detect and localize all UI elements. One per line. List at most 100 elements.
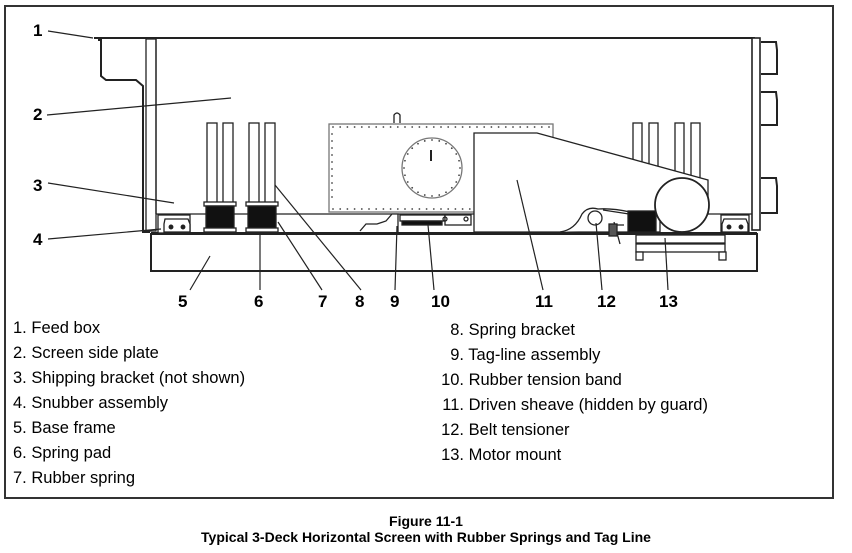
- rivet: [353, 208, 356, 210]
- legend-item: 9. Tag-line assembly: [450, 346, 601, 364]
- rivet: [540, 126, 543, 128]
- rivet: [332, 126, 334, 128]
- rivet: [423, 140, 426, 142]
- rivet: [346, 126, 349, 128]
- callout-11: 11: [535, 292, 553, 311]
- rivet: [403, 167, 405, 169]
- callout-2: 2: [33, 105, 42, 124]
- rivet: [526, 126, 529, 128]
- figure-number: Figure 11-1: [389, 513, 463, 529]
- screen-side-plate: [145, 38, 157, 232]
- rivet: [548, 126, 550, 128]
- callout-13: 13: [659, 292, 678, 311]
- tag-line-assembly: [359, 213, 472, 232]
- rivet: [512, 126, 514, 128]
- rivet: [423, 194, 426, 196]
- rivet: [375, 126, 378, 128]
- legend-item: 6. Spring pad: [13, 444, 112, 462]
- legend-item: 12. Belt tensioner: [441, 421, 570, 439]
- right-brackets: [761, 41, 778, 214]
- rivet: [455, 181, 458, 183]
- rivet: [411, 126, 414, 128]
- rivet: [497, 126, 500, 128]
- motor: [654, 177, 710, 233]
- lifting-lug: [393, 112, 401, 123]
- rivet: [431, 195, 433, 197]
- rivet: [461, 126, 464, 128]
- rivet: [406, 153, 409, 155]
- rivet: [459, 167, 461, 169]
- figure-frame: [4, 5, 834, 499]
- rivet: [519, 126, 522, 128]
- rivet: [331, 161, 333, 163]
- rivet: [411, 147, 414, 150]
- rivet: [331, 182, 333, 184]
- rivet: [353, 126, 356, 128]
- rivet: [454, 208, 457, 210]
- rubber-springs-left: [203, 201, 279, 233]
- legend-item: 5. Base frame: [13, 419, 116, 437]
- rivet: [404, 159, 406, 162]
- callout-numbers: 1 2 3 4 5 6 7 8 9 10 11 12 13: [33, 21, 678, 311]
- legend-item: 13. Motor mount: [441, 446, 562, 464]
- rivet: [411, 186, 414, 189]
- rivet: [331, 133, 333, 135]
- rivet: [382, 208, 385, 210]
- rivet: [411, 208, 414, 210]
- rivet: [468, 126, 471, 128]
- rivet: [417, 191, 419, 194]
- legend-right: 8. Spring bracket 9. Tag-line assembly 1…: [436, 318, 708, 468]
- snubber-left: [157, 214, 191, 234]
- rivet: [447, 126, 450, 128]
- rivet: [389, 126, 392, 128]
- legend-item: 2. Screen side plate: [13, 344, 159, 362]
- rivet: [533, 126, 536, 128]
- rivet: [431, 139, 433, 141]
- callout-3: 3: [33, 176, 42, 195]
- rivet: [396, 208, 399, 210]
- motor-mount-base: [635, 234, 726, 244]
- rivet: [461, 208, 464, 210]
- rivet: [476, 126, 478, 128]
- rivet: [418, 126, 421, 128]
- rivet: [331, 196, 333, 198]
- callout-9: 9: [390, 292, 399, 311]
- rivet: [432, 126, 435, 128]
- callout-6: 6: [254, 292, 263, 311]
- legend-item: 10. Rubber tension band: [441, 371, 622, 389]
- rivet: [445, 191, 447, 194]
- rivet: [331, 154, 333, 156]
- rivet: [339, 126, 342, 128]
- rivet: [425, 126, 428, 128]
- rivet: [331, 140, 333, 142]
- rivet: [360, 126, 363, 128]
- callout-1: 1: [33, 21, 42, 40]
- callout-10: 10: [431, 292, 450, 311]
- rivet: [468, 208, 471, 210]
- callout-4: 4: [33, 230, 43, 249]
- rivet: [331, 189, 333, 191]
- rivet: [458, 159, 460, 162]
- callout-5: 5: [178, 292, 187, 311]
- rivet: [425, 208, 428, 210]
- legend-item: 1. Feed box: [13, 319, 101, 337]
- rivet: [331, 168, 333, 170]
- rivet: [504, 126, 507, 128]
- right-end-plate: [751, 37, 761, 231]
- legend-item: 8. Spring bracket: [450, 321, 575, 339]
- rivet: [455, 153, 458, 155]
- legend-item: 11. Driven sheave (hidden by guard): [442, 396, 708, 414]
- legend-item: 7. Rubber spring: [13, 469, 135, 487]
- rivet: [368, 126, 370, 128]
- rivet: [331, 175, 333, 177]
- rivet: [339, 208, 342, 210]
- leader-lines: [46, 30, 669, 291]
- rivet: [417, 142, 419, 145]
- callout-12: 12: [597, 292, 616, 311]
- rivet: [483, 126, 486, 128]
- rivet: [438, 140, 441, 142]
- rivet: [440, 208, 442, 210]
- legend-item: 4. Snubber assembly: [13, 394, 169, 412]
- rivet: [406, 181, 409, 183]
- rivet: [382, 126, 385, 128]
